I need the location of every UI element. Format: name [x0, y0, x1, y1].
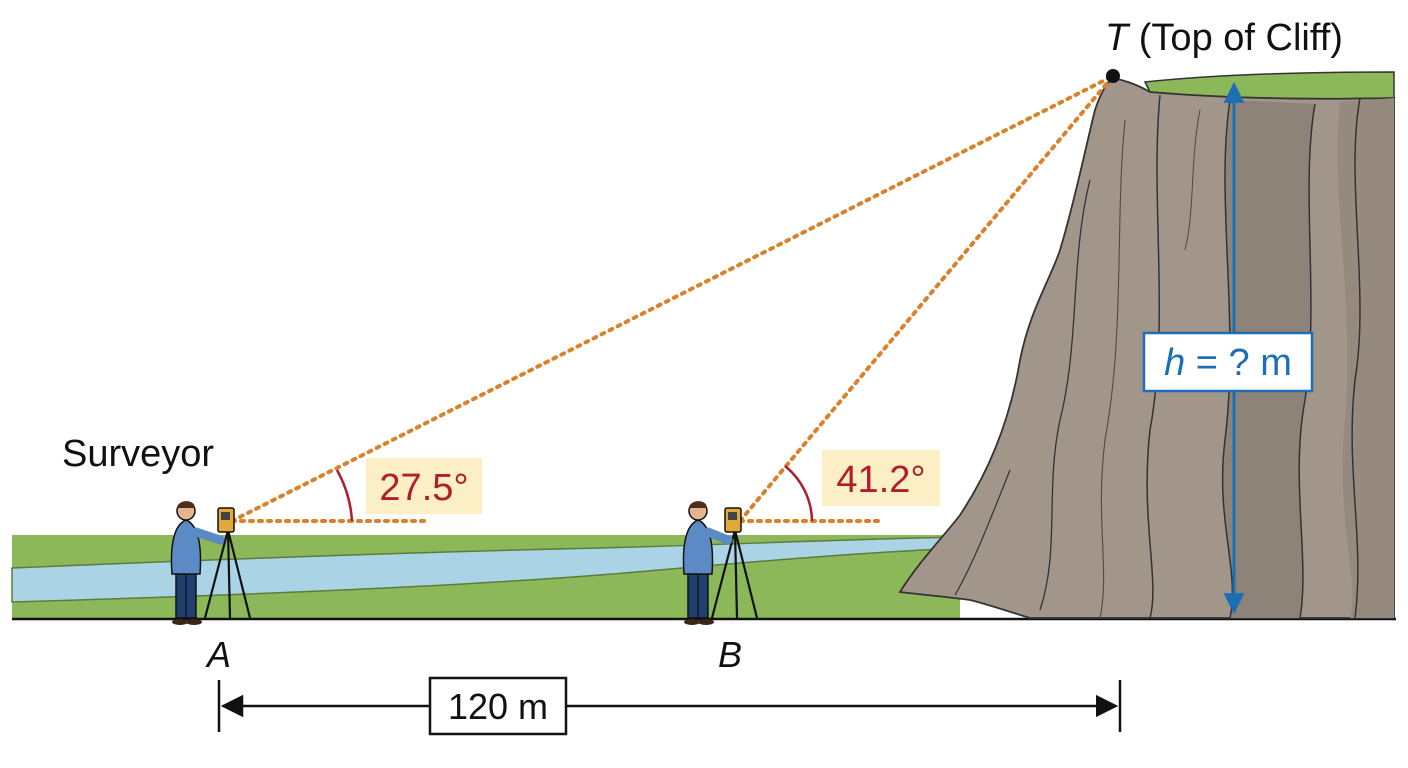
height-var: h	[1164, 342, 1185, 384]
distance-dimension: 120 m	[217, 676, 1122, 736]
top-point-label: T (Top of Cliff)	[1105, 17, 1343, 59]
cliff-crack-7	[954, 469, 1011, 596]
surveyor-a	[170, 501, 252, 625]
top-point-marker	[1106, 69, 1120, 83]
hair	[177, 501, 195, 508]
angle-label-a: 27.5°	[379, 467, 468, 509]
cliff-crack-8	[1184, 109, 1201, 251]
tripod-leg	[733, 529, 759, 619]
angle-label-bg-b	[822, 450, 940, 506]
cliff-crack-6	[1099, 119, 1126, 619]
angle-arc-a	[335, 469, 354, 522]
sight-line-a	[230, 74, 1115, 523]
tripod-leg	[226, 529, 252, 619]
surveyor-b	[682, 501, 759, 625]
height-rest: = ? m	[1185, 342, 1292, 384]
arm	[703, 527, 733, 545]
top-point-desc: (Top of Cliff)	[1128, 17, 1343, 59]
distance-label-box	[428, 676, 568, 736]
cliff-crack-5	[1039, 179, 1091, 611]
ground	[11, 535, 1396, 621]
theodolite-screen	[221, 512, 230, 520]
height-label: h = ? m	[1164, 342, 1292, 384]
height-label-box	[1142, 331, 1314, 393]
tripod-leg	[226, 529, 232, 619]
sight-line-b	[738, 74, 1115, 523]
cliff-crack-4	[1351, 97, 1361, 619]
distance-label: 120 m	[448, 686, 548, 727]
theodolite-screen	[728, 512, 737, 520]
top-point-letter: T	[1105, 17, 1131, 59]
tripod-leg	[203, 529, 230, 619]
surveyor-label: Surveyor	[62, 433, 214, 475]
tripod-leg	[710, 529, 737, 619]
point-a-label: A	[205, 634, 231, 675]
tripod-leg	[733, 529, 739, 619]
angle-arc-b	[784, 465, 814, 522]
point-b-label: B	[718, 634, 742, 675]
arm	[191, 527, 225, 545]
angle-label-b: 41.2°	[836, 459, 925, 501]
angle-label-bg-a	[366, 458, 482, 514]
hair	[689, 501, 707, 508]
cliff-crack-1	[1146, 94, 1161, 619]
sight-lines	[230, 74, 1115, 523]
cliff-shade-2	[1337, 98, 1394, 618]
